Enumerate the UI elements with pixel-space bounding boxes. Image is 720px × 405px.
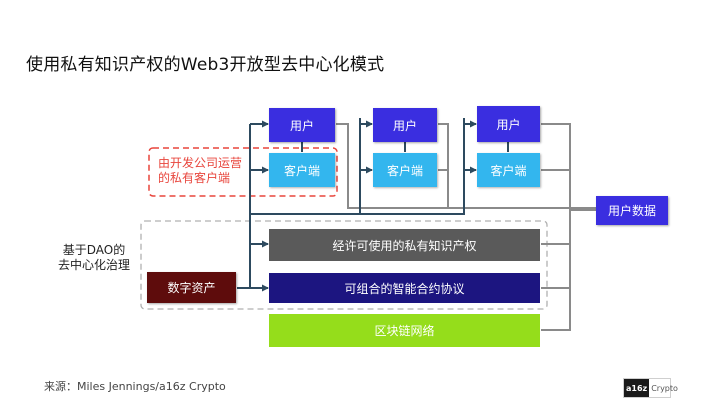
logo-mark: a16z	[624, 379, 650, 397]
user-box-3: 用户	[477, 106, 540, 142]
dao-governance-note: 基于DAO的 去中心化治理	[58, 243, 130, 273]
client-box-2: 客户端	[373, 153, 437, 187]
dao-governance-note-line-2: 去中心化治理	[58, 258, 131, 272]
smart-contract-protocol-layer: 可组合的智能合约协议	[269, 273, 540, 303]
blockchain-network-layer: 区块链网络	[269, 314, 540, 347]
user-box-1: 用户	[269, 108, 335, 142]
client-box-1: 客户端	[269, 153, 335, 187]
source-citation: 来源：Miles Jennings/a16z Crypto	[44, 380, 226, 393]
private-client-note-line-1: 由开发公司运营	[158, 156, 243, 170]
logo-text: Crypto	[651, 383, 678, 393]
private-client-note: 由开发公司运营 的私有客户端	[158, 156, 242, 186]
private-client-note-line-2: 的私有客户端	[158, 171, 231, 185]
client-box-3: 客户端	[477, 153, 540, 187]
licensed-ip-layer: 经许可使用的私有知识产权	[269, 229, 540, 261]
digital-asset-box: 数字资产	[147, 272, 236, 303]
private-client-boundary	[148, 147, 338, 197]
a16z-logo: a16z Crypto	[623, 378, 678, 398]
page-title: 使用私有知识产权的Web3开放型去中心化模式	[26, 55, 385, 75]
dao-governance-boundary	[140, 220, 548, 310]
dao-governance-note-line-1: 基于DAO的	[62, 243, 126, 257]
user-box-2: 用户	[373, 108, 437, 142]
user-data-box: 用户数据	[596, 196, 668, 225]
